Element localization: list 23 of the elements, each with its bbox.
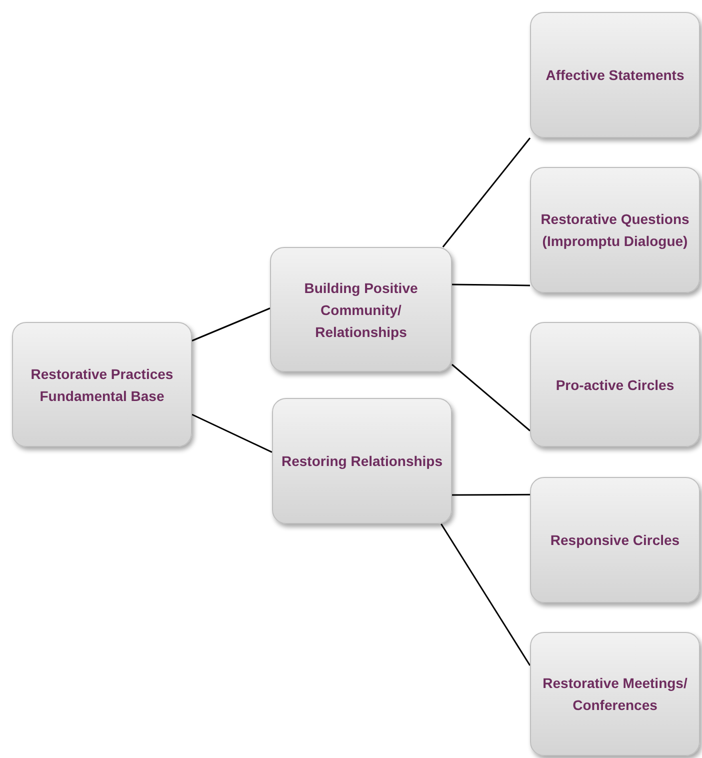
connector-line bbox=[452, 284, 530, 286]
box-label: Restorative Questions (Impromptu Dialogue) bbox=[540, 210, 690, 251]
connector-line bbox=[452, 494, 530, 496]
box-label: Restorative Meetings/ Conferences bbox=[542, 674, 688, 715]
rounded-box bbox=[530, 167, 700, 293]
rounded-box bbox=[530, 12, 700, 138]
box-label: Pro-active Circles bbox=[556, 376, 674, 394]
connector-line bbox=[192, 414, 272, 453]
box-label: Responsive Circles bbox=[550, 531, 680, 550]
box-label: Restorative Practices Fundamental Base bbox=[30, 364, 174, 406]
connector-line bbox=[192, 308, 270, 342]
rounded-box bbox=[12, 322, 192, 447]
connector-line bbox=[440, 524, 531, 666]
connector-line bbox=[452, 364, 530, 432]
rounded-box bbox=[270, 247, 452, 372]
connector-line bbox=[442, 138, 531, 248]
rounded-box bbox=[530, 322, 700, 447]
rounded-box bbox=[530, 477, 700, 603]
box-label: Building Positive Community/ Relationships bbox=[303, 278, 419, 342]
rounded-box bbox=[272, 398, 452, 524]
box-label: Restoring Relationships bbox=[281, 452, 443, 471]
box-label: Affective Statements bbox=[546, 66, 684, 85]
rounded-box bbox=[530, 632, 700, 756]
